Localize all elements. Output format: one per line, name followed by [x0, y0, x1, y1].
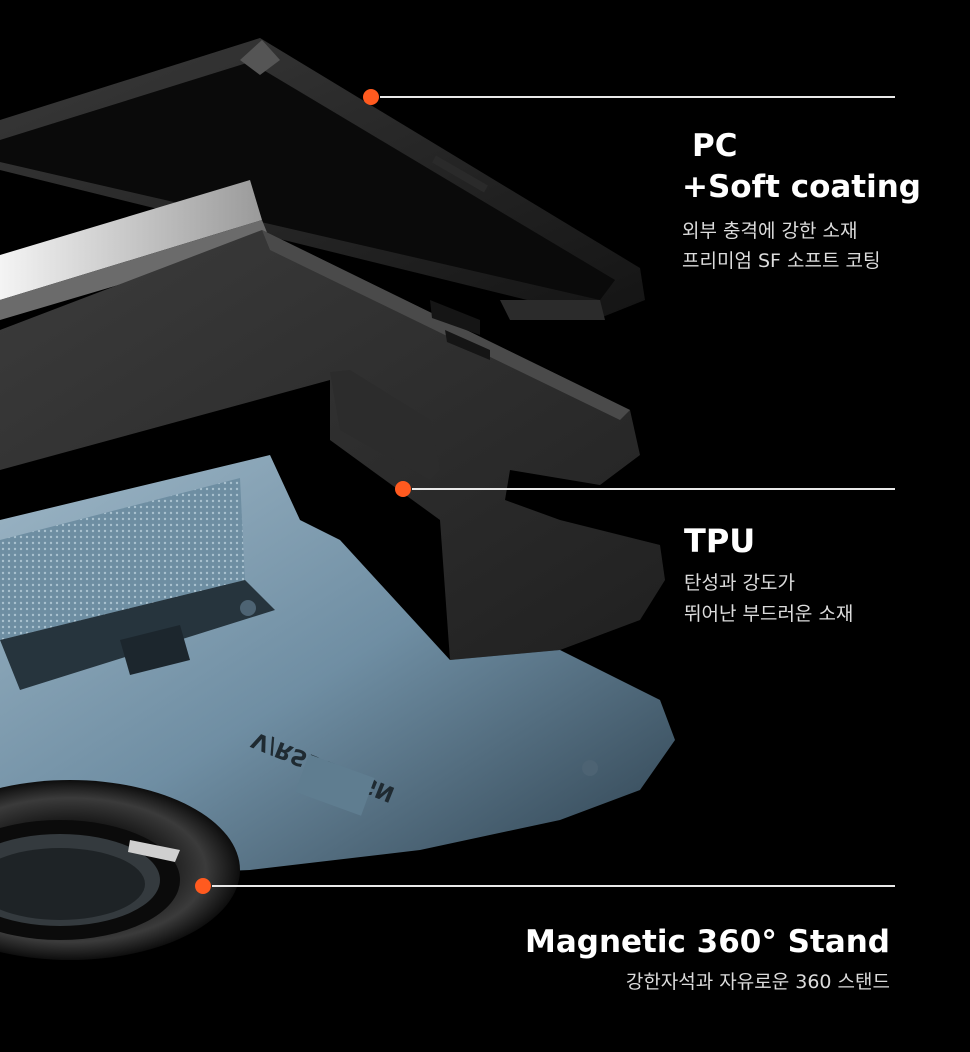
- callout-dot-pc: [363, 89, 379, 105]
- layer-desc-tpu-line2: 뛰어난 부드러운 소재: [684, 602, 854, 625]
- layer-desc-pc: 외부 충격에 강한 소재 프리미엄 SF 소프트 코팅: [682, 216, 921, 277]
- callout-dot-stand: [195, 878, 211, 894]
- layer-title-stand: Magnetic 360° Stand: [525, 922, 890, 963]
- layer-desc-tpu-line1: 탄성과 강도가: [684, 572, 795, 595]
- layer-title-pc: PC +Soft coating: [682, 126, 921, 208]
- callout-line-stand: [212, 885, 895, 887]
- layer-desc-stand-line1: 강한자석과 자유로운 360 스탠드: [625, 970, 890, 993]
- ring-stand-layer: [0, 780, 240, 960]
- callout-line-pc: [380, 96, 895, 98]
- tpu-layer: [0, 230, 665, 660]
- phone-edge-layer: [0, 180, 270, 320]
- layer-desc-pc-line2: 프리미엄 SF 소프트 코팅: [682, 250, 881, 273]
- callout-dot-tpu: [395, 481, 411, 497]
- pc-frame-layer: [0, 38, 645, 320]
- layer-label-stand: Magnetic 360° Stand 강한자석과 자유로운 360 스탠드: [525, 922, 890, 997]
- layer-title-tpu-line1: TPU: [684, 522, 756, 560]
- layer-title-pc-line1: PC: [692, 128, 738, 164]
- callout-line-tpu: [412, 488, 895, 490]
- layer-title-stand-line1: Magnetic 360° Stand: [525, 924, 890, 960]
- layer-desc-stand: 강한자석과 자유로운 360 스탠드: [525, 967, 890, 997]
- layer-desc-tpu: 탄성과 강도가 뛰어난 부드러운 소재: [684, 568, 853, 629]
- layer-desc-pc-line1: 외부 충격에 강한 소재: [682, 219, 858, 242]
- layer-label-pc: PC +Soft coating 외부 충격에 강한 소재 프리미엄 SF 소프…: [682, 126, 921, 277]
- layer-label-tpu: TPU 탄성과 강도가 뛰어난 부드러운 소재: [684, 520, 853, 629]
- layer-title-tpu: TPU: [684, 520, 853, 562]
- magnetic-plate-layer: V/RSDESIGN: [0, 455, 675, 880]
- layer-title-pc-line2: +Soft coating: [682, 168, 921, 205]
